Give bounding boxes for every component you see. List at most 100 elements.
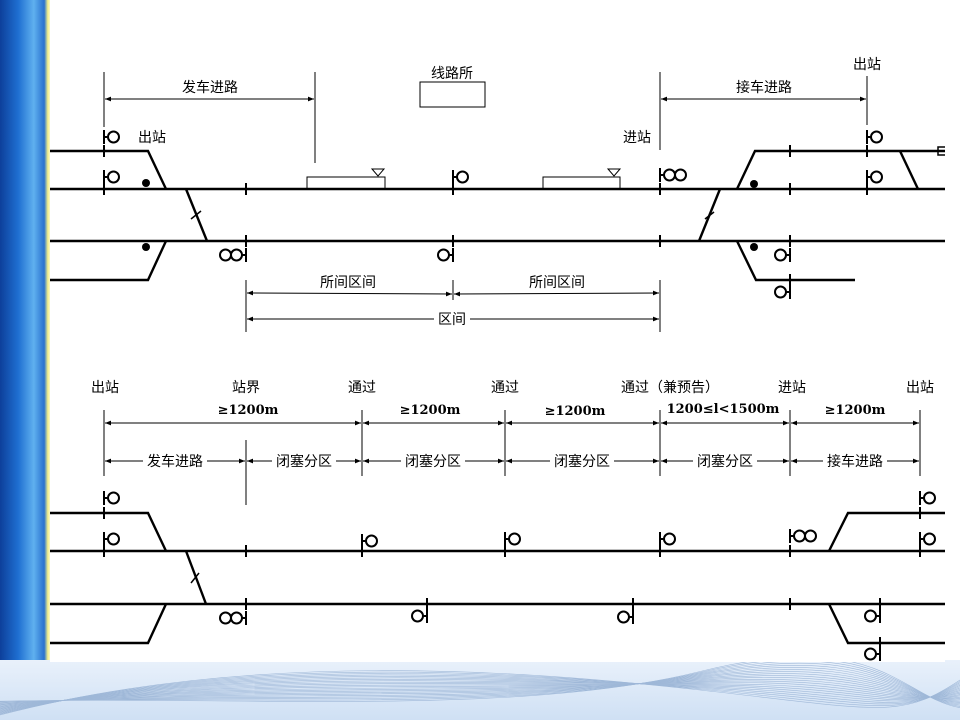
signal-label: 站界 [232, 380, 260, 396]
signal-icon [919, 491, 936, 505]
bottom-diagram: 出站 站界 通过 通过 通过（兼预告） 进站 出站 ≥1200m ≥1200m … [50, 380, 945, 661]
bottom-signals [103, 491, 936, 661]
signal-icon [866, 170, 883, 184]
slide-bottom-decoration [0, 660, 960, 720]
wave-pattern [0, 660, 960, 716]
signal-label: 出站 [906, 380, 934, 396]
entry-signal-label: 进站 [623, 130, 651, 146]
platform [306, 176, 386, 190]
inter-post-section-label: 所间区间 [529, 275, 585, 291]
receive-route-label: 接车进路 [736, 79, 792, 96]
track-right-upper-link [898, 150, 920, 190]
segment-labels: 发车进路 闭塞分区 闭塞分区 闭塞分区 闭塞分区 接车进路 [147, 453, 883, 470]
signal-lamp [107, 532, 120, 546]
block-post-box [419, 81, 486, 108]
signal-label: 出站 [91, 380, 119, 396]
inter-post-section-dimension [246, 290, 453, 297]
signal-lamp [365, 534, 378, 548]
signal-icon [659, 532, 676, 546]
switch-dot [142, 179, 150, 187]
signal-lamp [864, 647, 877, 661]
signal-lamp [663, 168, 676, 182]
signal-icon [411, 609, 428, 623]
block-post-label: 线路所 [431, 66, 473, 82]
distance-labels: ≥1200m ≥1200m ≥1200m 1200≤l<1500m ≥1200m [218, 402, 886, 419]
signal-icon [103, 491, 120, 505]
signal-lamp [456, 170, 469, 184]
track-right-lower-siding [735, 240, 855, 282]
top-tracks [50, 146, 945, 282]
exit-signal-label-right: 出站 [853, 57, 881, 73]
top-diagram: 发车进路 线路所 出站 进站 接车进路 出站 所间区间 所间区间 区间 [50, 57, 945, 332]
signal-lamp [508, 532, 521, 546]
inter-post-section-dimension [453, 290, 660, 297]
signal-lamp [230, 611, 243, 625]
signal-lamp [107, 491, 120, 505]
signal-icon [103, 532, 120, 546]
signal-lamp [107, 130, 120, 144]
signal-lamp [774, 248, 787, 262]
double-lamp-signal-icon [219, 611, 247, 625]
signal-lamp [923, 491, 936, 505]
segment-label: 闭塞分区 [405, 453, 461, 470]
wave-line [0, 660, 960, 709]
bottom-dimensions [103, 410, 921, 505]
signal-lamp [219, 248, 232, 262]
signal-icon [617, 610, 634, 624]
signal-label: 通过（兼预告） [621, 380, 719, 396]
slide-left-decoration [0, 0, 52, 720]
crossover-right-joint [704, 211, 715, 220]
signal-lamp [870, 170, 883, 184]
track-left-upper-siding [50, 511, 168, 552]
depart-route-label: 发车进路 [182, 79, 238, 96]
insulated-joints [103, 145, 868, 286]
signal-lamp [437, 248, 450, 262]
platform [542, 176, 621, 190]
inter-post-section-label: 所间区间 [320, 275, 376, 291]
crossover-left-joint [190, 572, 200, 584]
track-right-lower-siding [827, 603, 945, 645]
distance-label: ≥1200m [825, 403, 886, 418]
switch-dot [750, 180, 758, 188]
segment-label: 发车进路 [147, 453, 203, 470]
interval-label: 区间 [438, 312, 466, 328]
signal-icon [504, 532, 521, 546]
signal-lamp [107, 170, 120, 184]
signal-lamp [870, 130, 883, 144]
signal-lamp [774, 285, 787, 299]
double-lamp-signal-icon [219, 248, 247, 262]
signal-lamp [663, 532, 676, 546]
track-left-upper-siding [50, 149, 168, 190]
segment-label: 接车进路 [827, 453, 883, 470]
segment-label: 闭塞分区 [697, 453, 753, 470]
platform-marker-icon [370, 168, 386, 177]
signal-icon [103, 170, 120, 184]
signal-lamp [230, 248, 243, 262]
signal-lamp [923, 532, 936, 546]
track-left-lower-siding [50, 240, 168, 282]
switch-dots [142, 179, 758, 251]
double-lamp-signal-icon [659, 168, 687, 182]
platforms [306, 168, 622, 190]
track-right-upper-siding [827, 511, 945, 552]
switch-dot [142, 243, 150, 251]
signal-icon [361, 534, 378, 548]
signal-icon [437, 248, 454, 262]
track-left-lower-siding [50, 603, 168, 645]
distance-label: 1200≤l<1500m [667, 402, 780, 417]
signal-lamp [617, 610, 630, 624]
signal-icon [864, 609, 881, 623]
signal-lamp [793, 529, 806, 543]
crossover-left-joint [190, 210, 202, 220]
buffer-stop [937, 146, 945, 156]
distance-label: ≥1200m [400, 403, 461, 418]
top-signals [103, 130, 883, 299]
switch-dot [750, 243, 758, 251]
signal-lamp [864, 609, 877, 623]
wave-line [0, 673, 960, 714]
signal-icon [919, 532, 936, 546]
double-lamp-signal-icon [789, 529, 817, 543]
signal-icon [103, 130, 120, 144]
signal-lamp [674, 168, 687, 182]
